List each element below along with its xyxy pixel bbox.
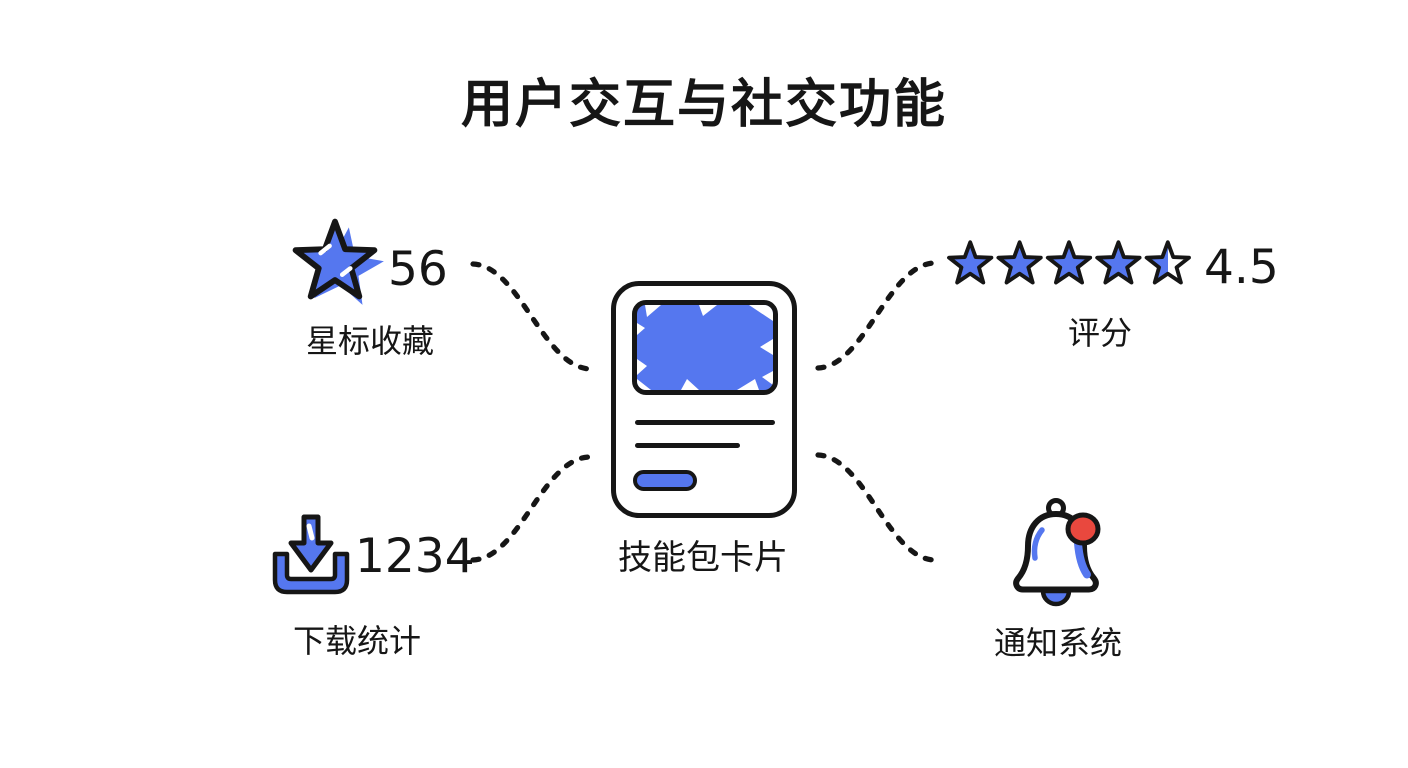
download-icon [272,514,350,595]
card-text-line-1 [635,420,775,425]
notifications-label: 通知系统 [993,624,1122,662]
connector-top-left [470,261,593,372]
downloads-count: 1234 [355,529,475,584]
card-label: 技能包卡片 [618,538,788,578]
notification-dot [1065,512,1101,546]
skill-card-icon [611,281,797,518]
download-arrow [288,514,334,573]
downloads-label: 下载统计 [292,622,421,660]
page-title: 用户交互与社交功能 [460,75,947,135]
favorites-label: 星标收藏 [305,322,434,360]
bell-icon [1013,498,1101,607]
half-star-icon [1144,240,1191,285]
download-tray [272,551,350,595]
star-icon [290,218,388,308]
card-text-line-2 [635,443,740,448]
connector-bottom-right [815,452,937,563]
screen-scribble-texture [637,305,773,390]
rating-stars-icon [947,240,1191,285]
favorites-count: 56 [388,242,448,297]
connector-top-right [815,260,937,371]
rating-label: 评分 [1067,314,1132,352]
card-screen [632,300,778,395]
rating-value: 4.5 [1204,240,1279,295]
connector-bottom-left [470,454,592,563]
card-pill-button [633,470,697,491]
bell-clapper [1040,588,1072,607]
